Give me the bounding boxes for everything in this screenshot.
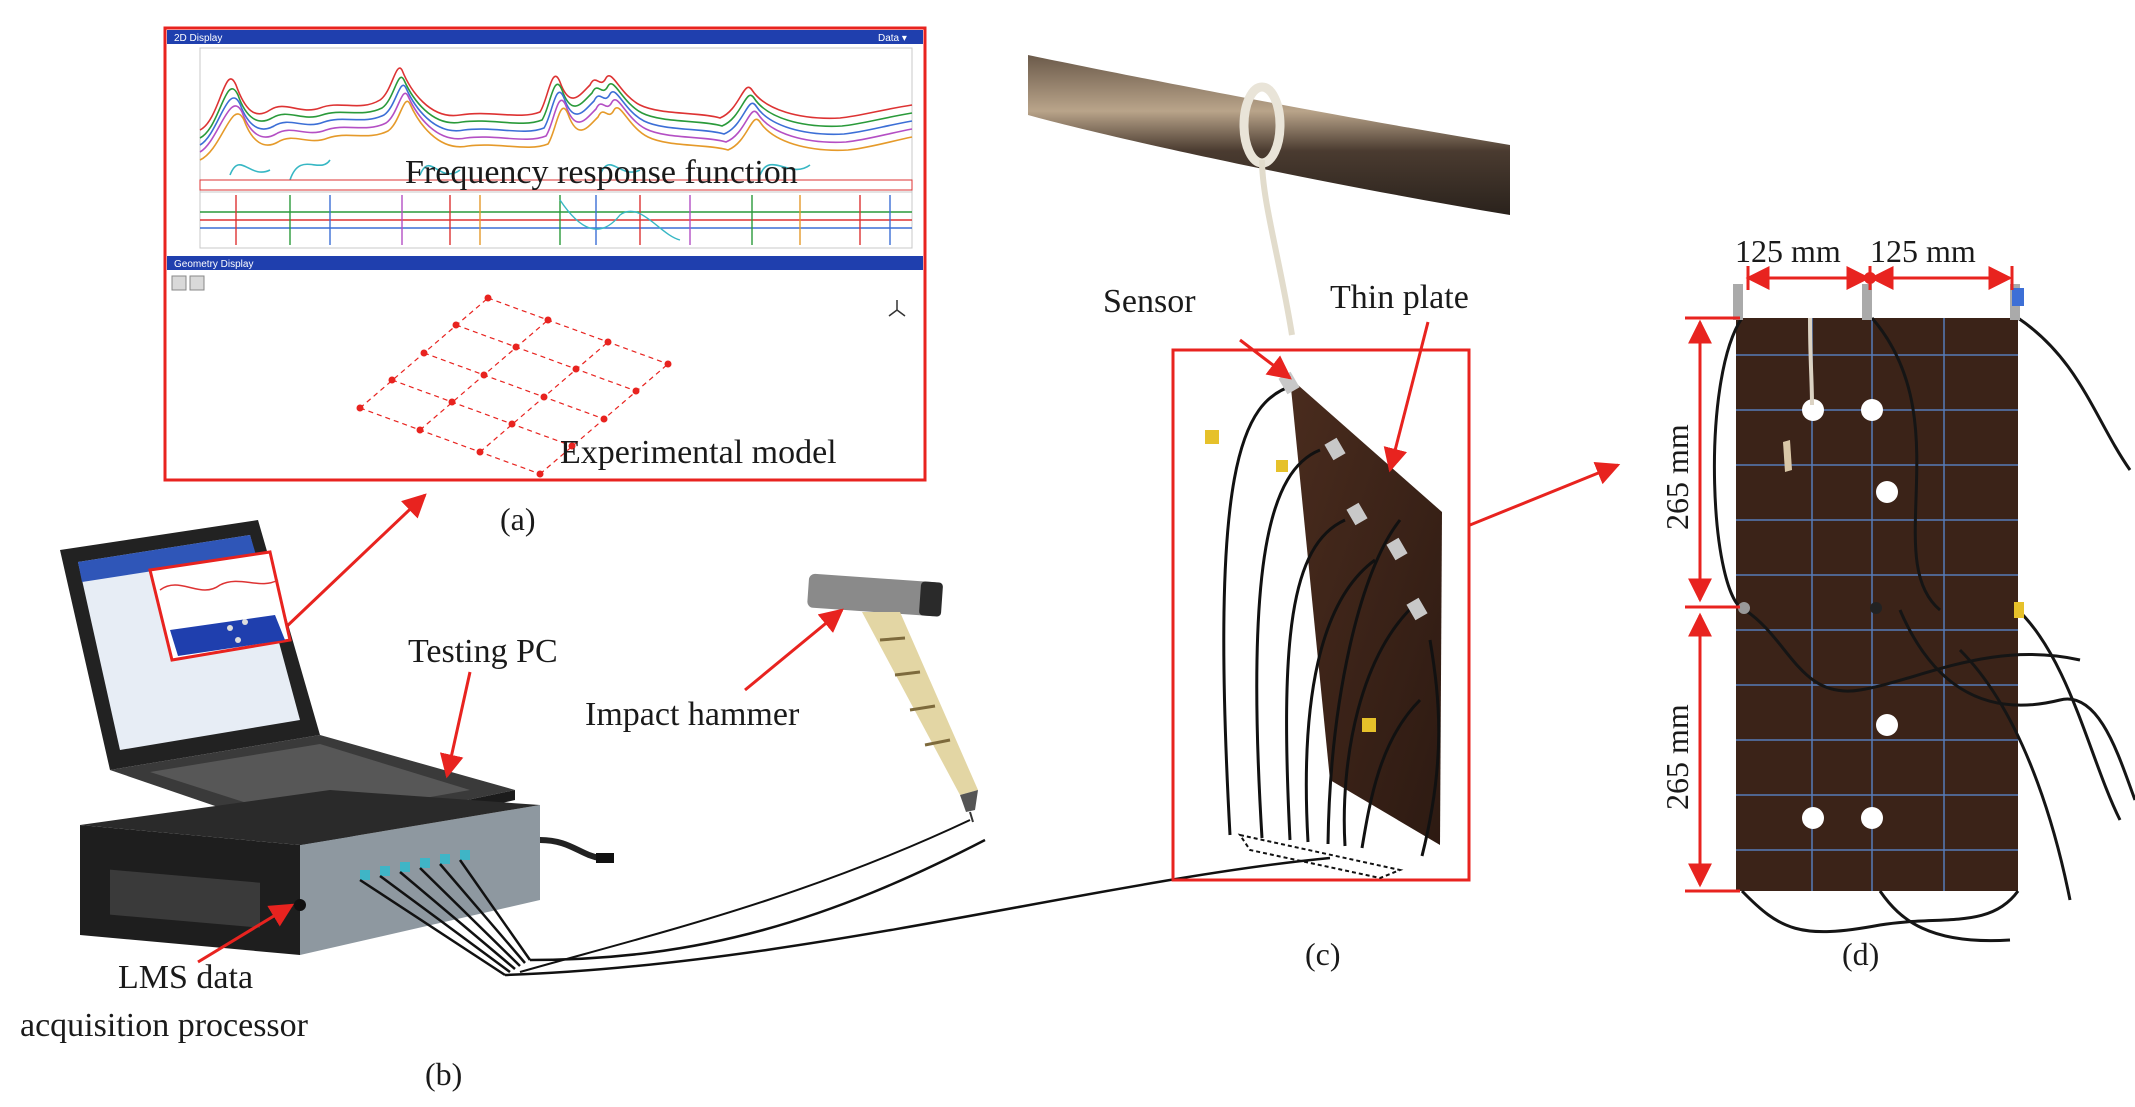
- window-menu: Data ▾: [878, 33, 907, 44]
- cable-bundle-end: [1237, 833, 1404, 880]
- frf-curves: [199, 67, 913, 181]
- panel-a-software-window: [163, 26, 927, 482]
- lms-data-acquisition-unit: [80, 790, 614, 955]
- experimental-model-label: Experimental model: [560, 434, 837, 471]
- impact-hammer: [807, 573, 978, 823]
- dim-left-lower: 265 mm: [1659, 704, 1695, 810]
- arrow-c-to-d: [1469, 461, 1621, 527]
- thin-plate-label: Thin plate: [1330, 279, 1469, 316]
- daq-cables: [359, 838, 1331, 977]
- caption-b: (b): [425, 1056, 462, 1092]
- phase-curves: [200, 195, 912, 245]
- sensor-connectors: [1205, 430, 1376, 732]
- caption-a: (a): [500, 501, 536, 537]
- lms-label-line1: LMS data: [118, 959, 253, 996]
- plate-d-sensors: [1733, 284, 2024, 618]
- dim-top-left: 125 mm: [1735, 233, 1841, 269]
- thin-plate-hanging: [1290, 378, 1442, 845]
- testing-pc-label: Testing PC: [408, 633, 558, 670]
- arrow-to-testing-pc: [439, 671, 472, 779]
- panel-c-frame: [1171, 348, 1471, 882]
- dimension-midpoint: [1864, 272, 1876, 284]
- impact-hammer-label: Impact hammer: [585, 696, 800, 733]
- model-nodes: [356, 294, 672, 478]
- laptop: [60, 520, 515, 848]
- arrow-to-thin-plate: [1383, 321, 1430, 473]
- suspension-string: [1239, 82, 1295, 336]
- arrow-to-lms-processor: [197, 903, 295, 964]
- window-title: 2D Display: [174, 33, 222, 44]
- sensor-label: Sensor: [1103, 283, 1196, 320]
- hammer-cable: [519, 819, 971, 973]
- caption-d: (d): [1842, 936, 1879, 972]
- dimension-lines: [1685, 266, 2014, 893]
- dim-left-upper: 265 mm: [1659, 424, 1695, 530]
- arrow-to-sensor: [1239, 338, 1292, 380]
- support-pipe: [1028, 55, 1510, 215]
- sensor-cables: [1222, 383, 1441, 857]
- arrow-to-hammer: [744, 608, 844, 692]
- frf-label: Frequency response function: [405, 154, 798, 191]
- caption-c: (c): [1305, 936, 1341, 972]
- dim-top-right: 125 mm: [1870, 233, 1976, 269]
- arrow-screen-to-panel-a: [283, 493, 427, 630]
- geometry-window-title: Geometry Display: [174, 259, 253, 270]
- lms-label-line2: acquisition processor: [20, 1007, 309, 1044]
- plate-d-cables: [1712, 316, 2135, 943]
